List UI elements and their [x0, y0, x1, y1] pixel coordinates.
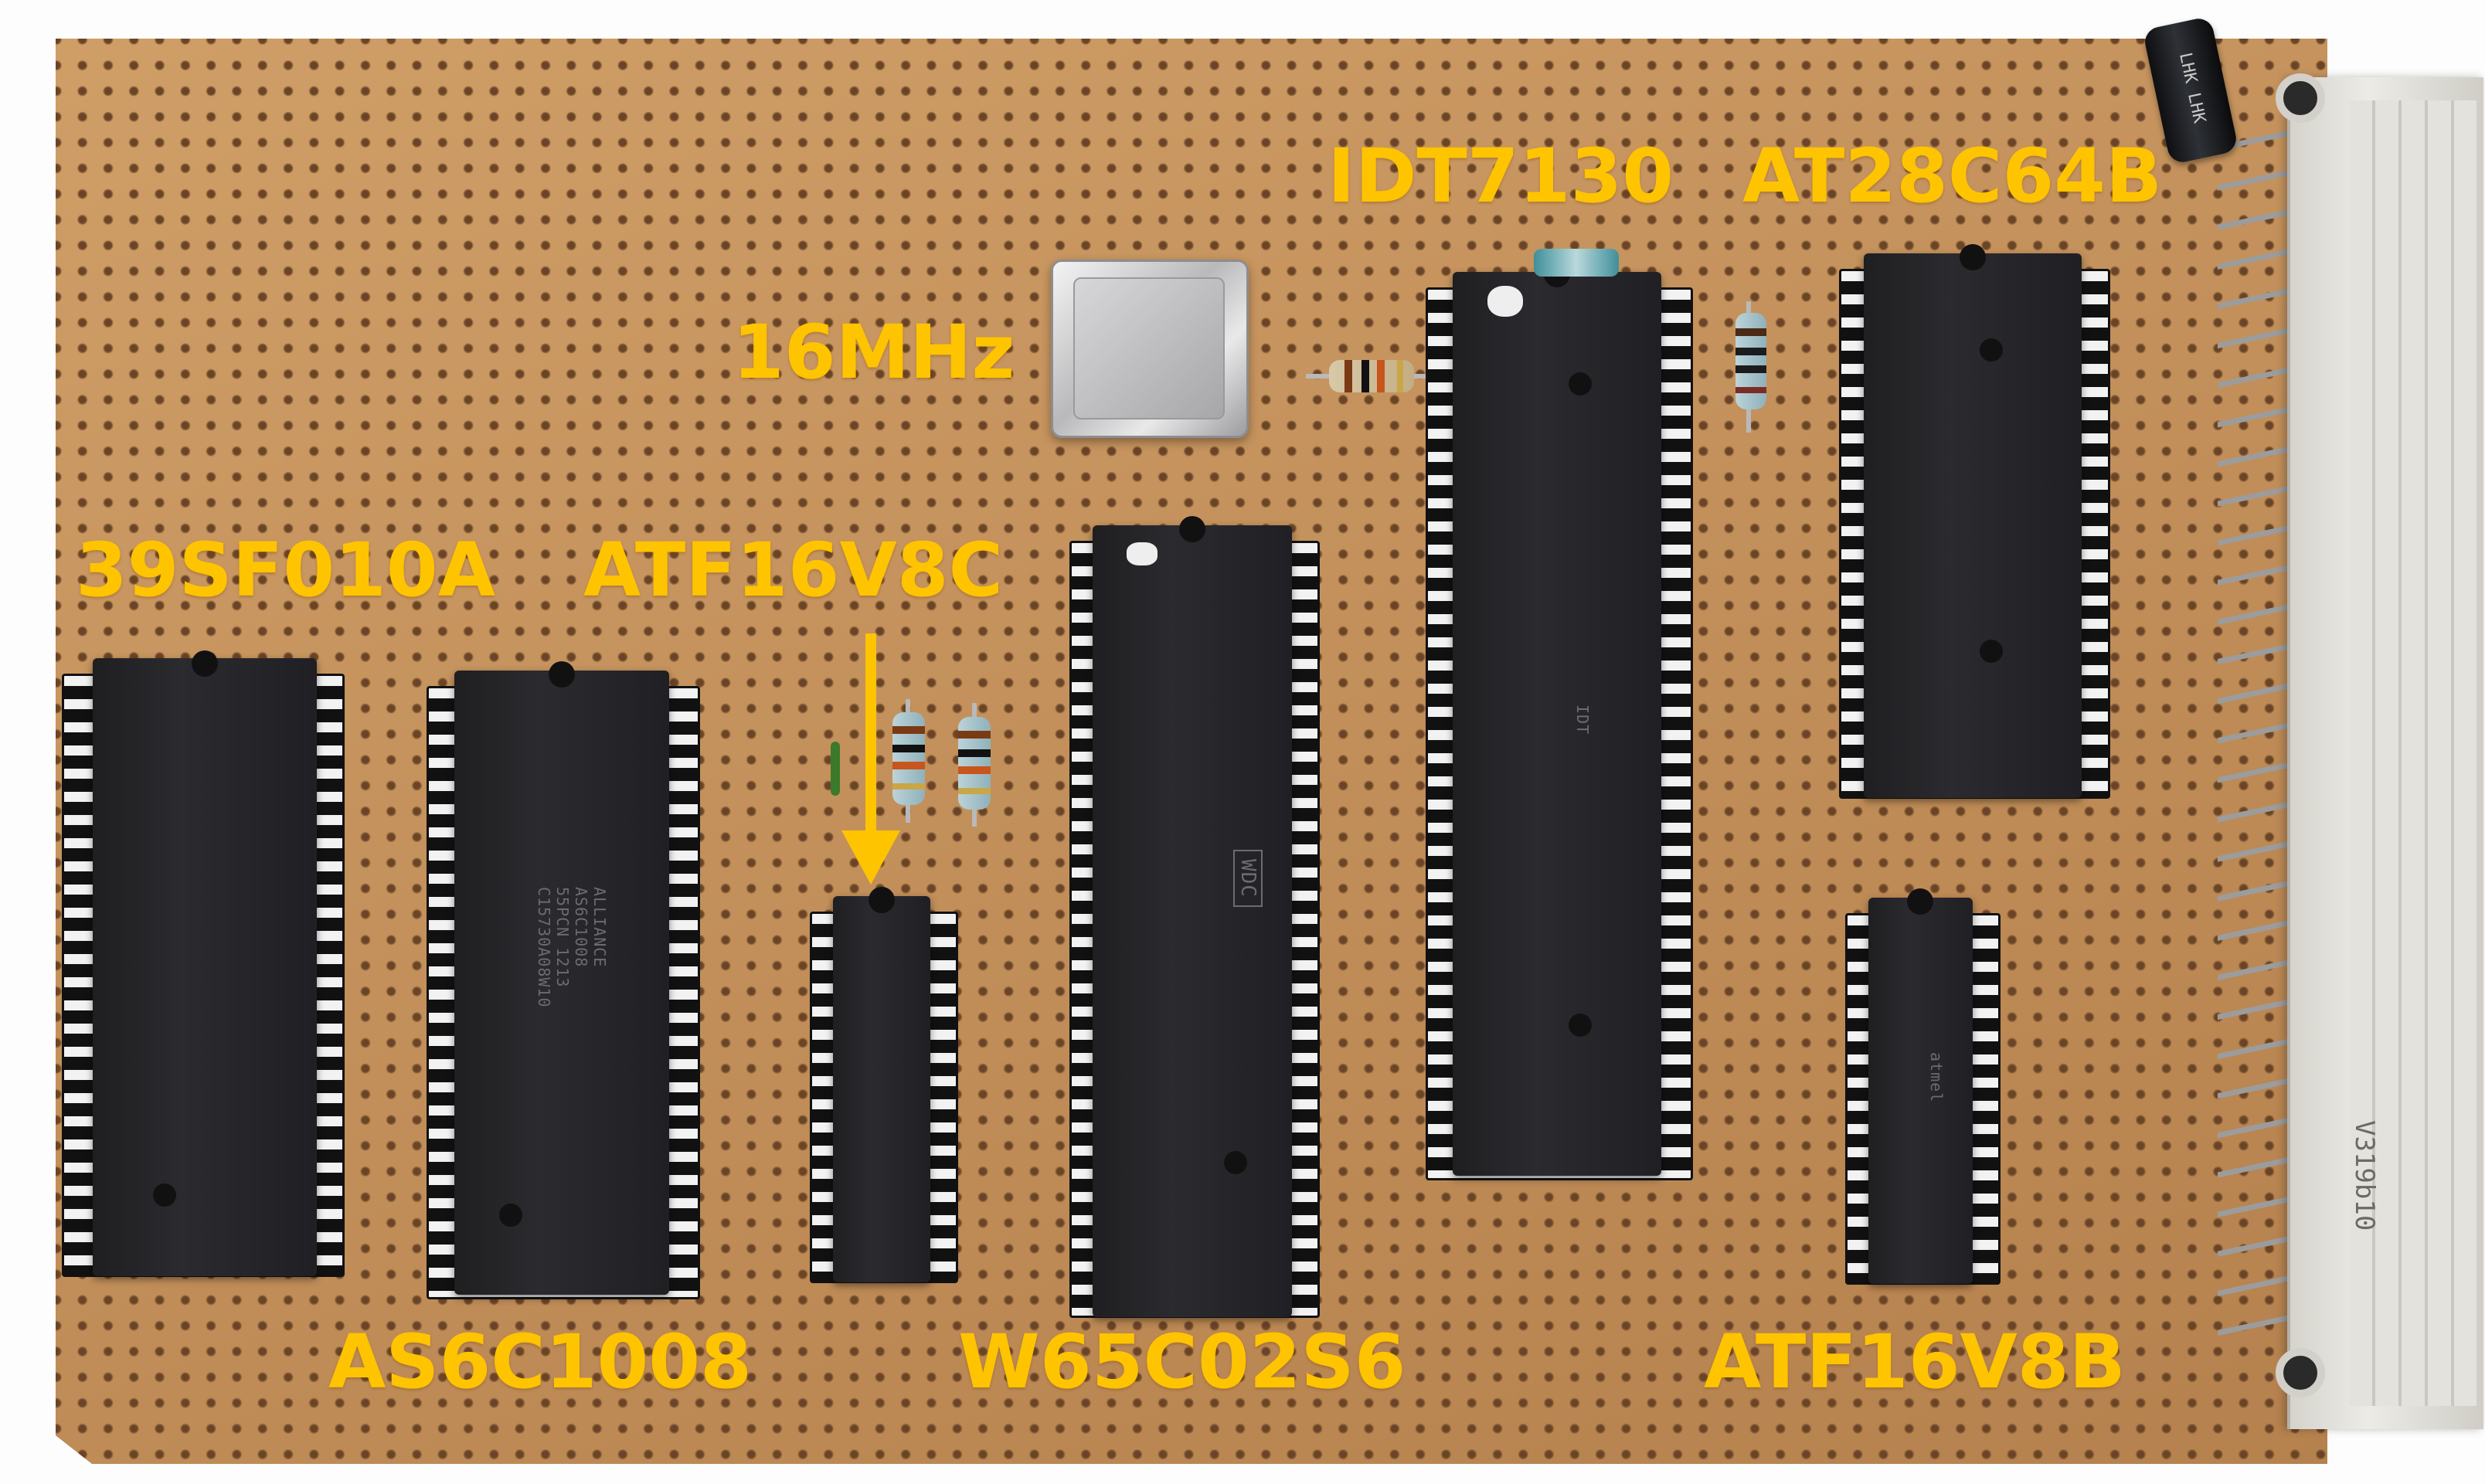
resistor-1	[1329, 360, 1414, 392]
chip-dot	[1569, 372, 1592, 396]
small-green-component	[831, 742, 840, 796]
decoupling-component	[1534, 249, 1619, 277]
capacitor-marking: LHK LHK	[2175, 50, 2209, 125]
gal-chip-atf16v8b: atmel	[1868, 888, 1973, 1284]
chip-notch	[192, 650, 218, 677]
chip-pin1-dot	[1224, 1151, 1247, 1174]
connector-rails	[2349, 100, 2477, 1406]
chip-notch	[1907, 888, 1933, 915]
cpu-chip-w65c02s6: WDC	[1093, 516, 1292, 1317]
cpu-marking: WDC	[1233, 850, 1263, 907]
mounting-hole-top	[2276, 73, 2325, 123]
arrow-down-icon	[865, 633, 876, 834]
chip-notch	[1179, 516, 1205, 542]
label-at28c64b: AT28C64B	[1742, 133, 2163, 219]
dpram-marking: IDT	[1573, 705, 1592, 735]
chip-dot	[1980, 338, 2003, 362]
arrow-head	[841, 830, 900, 885]
crystal-oscillator	[1051, 260, 1249, 438]
label-atf16v8b: ATF16V8B	[1704, 1319, 2126, 1405]
eeprom-chip-at28c64b	[1864, 244, 2082, 798]
flash-chip-39sf010a	[93, 650, 317, 1276]
chip-sticker	[1127, 542, 1158, 565]
resistor-3	[892, 712, 925, 805]
chip-notch	[1960, 244, 1986, 270]
crystal-can-top	[1073, 277, 1225, 419]
chip-notch	[549, 661, 575, 688]
label-as6c1008: AS6C1008	[328, 1319, 752, 1405]
chip-notch	[869, 887, 895, 913]
sram-chip-as6c1008: ALLIANCE AS6C1008 55PCN 1213 C15730A08W1…	[454, 661, 669, 1295]
label-39sf010a: 39SF010A	[76, 527, 495, 613]
dpram-chip-idt7130: IDT	[1453, 261, 1661, 1176]
chip-sticker	[1487, 286, 1523, 317]
label-16mhz: 16MHz	[733, 309, 1015, 396]
chip-pin1-dot	[153, 1183, 176, 1207]
chip-dot	[1569, 1014, 1592, 1037]
gal-chip-atf16v8c	[833, 887, 930, 1282]
resistor-4	[958, 717, 991, 810]
label-atf16v8c: ATF16V8C	[583, 527, 1004, 613]
label-w65c02s6: W65C02S6	[958, 1319, 1406, 1405]
gal-b-marking: atmel	[1927, 1052, 1946, 1103]
connector-code: V319b10	[2349, 1120, 2380, 1231]
sram-marking: ALLIANCE AS6C1008 55PCN 1213 C15730A08W1…	[535, 887, 609, 1008]
resistor-2	[1735, 313, 1766, 409]
chip-pin1-dot	[499, 1204, 522, 1227]
chip-dot	[1980, 640, 2003, 663]
label-idt7130: IDT7130	[1327, 133, 1674, 219]
mounting-hole-bottom	[2276, 1348, 2325, 1397]
